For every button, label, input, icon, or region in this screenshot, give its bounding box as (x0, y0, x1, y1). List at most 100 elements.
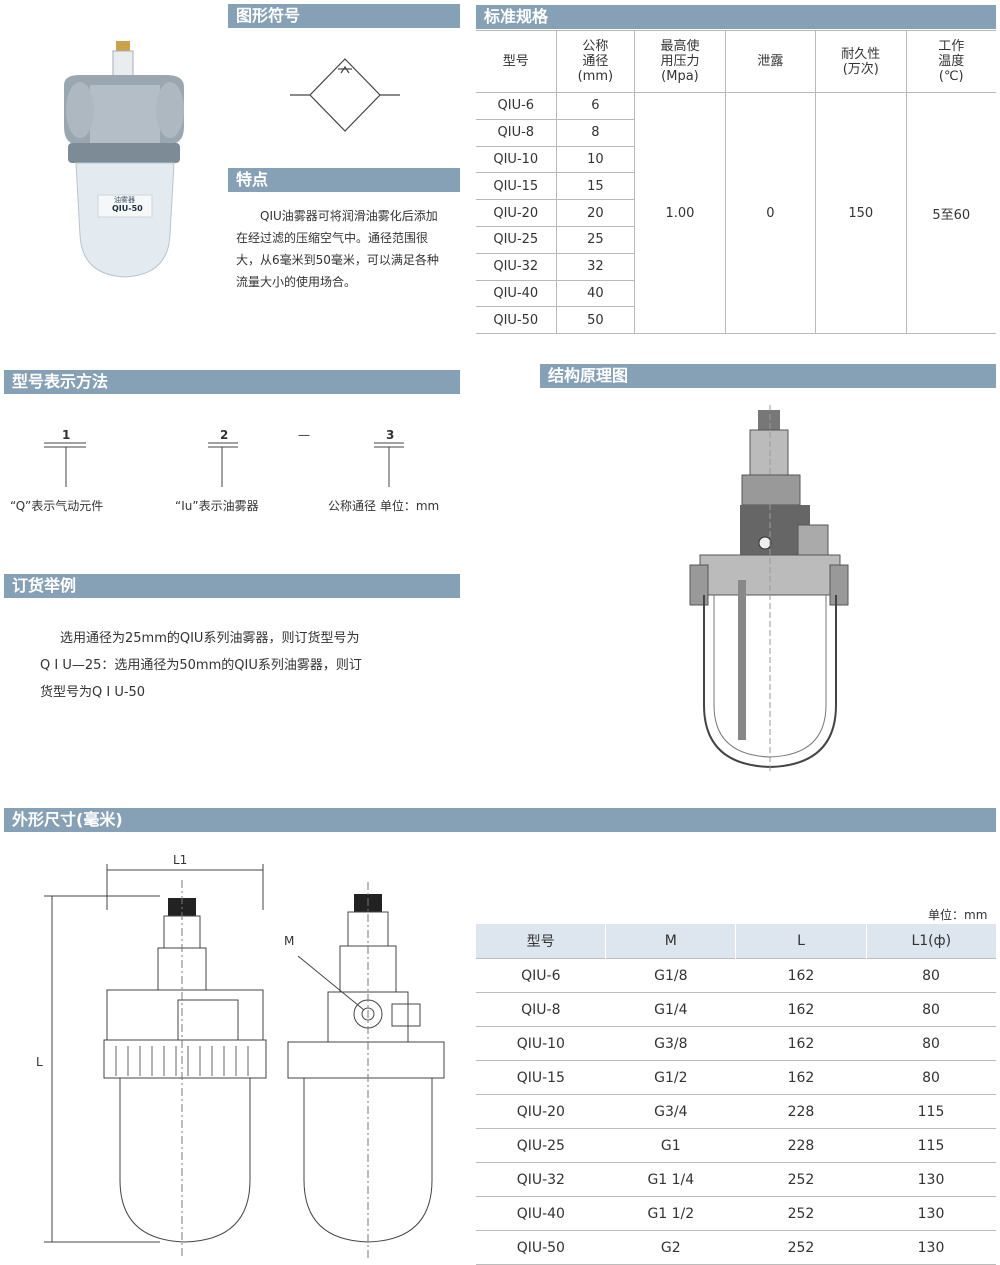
dim-cell: QIU-8 (476, 992, 606, 1027)
spec-durability: 150 (815, 91, 907, 335)
dim-cell: 252 (735, 1230, 866, 1265)
spec-model: QIU-32 (476, 252, 557, 281)
dim-cell: QIU-15 (476, 1060, 606, 1095)
dim-cell: QIU-20 (476, 1094, 606, 1129)
dim-cell: G2 (605, 1230, 736, 1265)
dim-cell: QIU-10 (476, 1026, 606, 1061)
dim-cell: QIU-50 (476, 1230, 606, 1265)
order-line-3: 货型号为Q I U-50 (40, 685, 146, 700)
dim-cell: QIU-25 (476, 1128, 606, 1163)
dim-cell: QIU-6 (476, 958, 606, 993)
spec-temperature: 5至60 (905, 91, 996, 335)
features-text: QIU油雾器可将润滑油雾化后添加在经过滤的压缩空气中。通径范围很大，从6毫米到5… (236, 209, 439, 289)
dim-cell: G1/4 (605, 992, 736, 1027)
spec-bore: 10 (555, 145, 636, 174)
spec-header: 泄露 (724, 30, 817, 93)
dimension-drawing-side: M (280, 880, 460, 1260)
spec-model: QIU-10 (476, 145, 557, 174)
dim-cell: 228 (735, 1128, 866, 1163)
dim-cell: G1 1/4 (605, 1162, 736, 1197)
section-title-structure: 结构原理图 (548, 366, 629, 385)
spec-bore: 6 (555, 92, 636, 120)
dim-cell: 162 (735, 992, 866, 1027)
unit-label: 单位：mm (928, 908, 988, 922)
code-number-1: 1 (62, 428, 71, 442)
section-bar-symbol: 图形符号 (228, 4, 460, 28)
dim-cell: 162 (735, 1026, 866, 1061)
structure-drawing (680, 405, 850, 775)
section-bar-order: 订货举例 (4, 574, 460, 598)
dim-cell: QIU-32 (476, 1162, 606, 1197)
dim-cell: 115 (866, 1094, 996, 1129)
spec-pressure: 1.00 (634, 91, 726, 335)
dim-cell: 80 (866, 1026, 996, 1061)
section-title-symbol: 图形符号 (236, 6, 301, 25)
spec-model: QIU-25 (476, 225, 557, 254)
dimension-drawing-front: L1 L (30, 850, 280, 1260)
dim-header: M (605, 924, 736, 959)
dim-cell: 130 (866, 1196, 996, 1231)
spec-model: QIU-40 (476, 279, 557, 308)
dim-cell: 252 (735, 1162, 866, 1197)
section-bar-spec: 标准规格 (476, 5, 996, 29)
dim-cell: 115 (866, 1128, 996, 1163)
code-dash: — (298, 428, 310, 442)
spec-model: QIU-20 (476, 199, 557, 227)
dim-header: L1(ф) (865, 924, 996, 959)
spec-bore: 50 (555, 306, 636, 335)
dim-cell: 252 (735, 1196, 866, 1231)
spec-table: 型号 公称通径(mm) 最高使用压力(Mpa) 泄露 耐久性(万次) 工作温度(… (476, 30, 996, 335)
dim-cell: G1 (605, 1128, 736, 1163)
spec-model: QIU-8 (476, 118, 557, 147)
spec-bore: 15 (555, 172, 636, 201)
spec-header: 公称通径(mm) (555, 30, 636, 93)
code-desc-1: “Q”表示气动元件 (10, 499, 104, 513)
code-desc-2: “Iu”表示油雾器 (175, 499, 259, 513)
product-label-line1: 油雾器 (114, 196, 135, 204)
spec-bore: 8 (555, 118, 636, 147)
spec-bore: 40 (555, 279, 636, 308)
section-bar-structure: 结构原理图 (540, 364, 996, 388)
label-l1: L1 (173, 853, 188, 867)
section-bar-dimensions: 外形尺寸(毫米) (4, 808, 996, 832)
section-title-model-method: 型号表示方法 (12, 372, 109, 391)
spec-leak: 0 (724, 91, 817, 335)
code-number-3: 3 (386, 428, 395, 442)
spec-bore: 20 (555, 199, 636, 227)
section-bar-features: 特点 (228, 168, 460, 192)
product-label-line2: QIU-50 (112, 204, 143, 213)
dim-header: L (735, 924, 866, 959)
spec-bore: 32 (555, 252, 636, 281)
dim-cell: G1 1/2 (605, 1196, 736, 1231)
spec-header: 工作温度(℃) (905, 30, 996, 93)
dim-cell: 130 (866, 1230, 996, 1265)
code-desc-3: 公称通径 单位：mm (328, 499, 440, 513)
dim-cell: 162 (735, 1060, 866, 1095)
spec-model: QIU-50 (476, 306, 557, 335)
model-code-diagram: 1 2 — 3 “Q”表示气动元件 “Iu”表示油雾器 公称通径 单位：mm (0, 425, 470, 525)
dim-cell: QIU-40 (476, 1196, 606, 1231)
dim-cell: G3/8 (605, 1026, 736, 1061)
section-title-dimensions: 外形尺寸(毫米) (12, 810, 123, 829)
spec-bore: 25 (555, 225, 636, 254)
spec-header: 型号 (476, 30, 557, 93)
dim-cell: 80 (866, 1060, 996, 1095)
dim-cell: 130 (866, 1162, 996, 1197)
spec-model: QIU-15 (476, 172, 557, 201)
pneumatic-symbol (290, 55, 400, 135)
dim-cell: 80 (866, 992, 996, 1027)
dim-cell: 228 (735, 1094, 866, 1129)
dim-cell: G3/4 (605, 1094, 736, 1129)
section-title-features: 特点 (236, 170, 269, 189)
